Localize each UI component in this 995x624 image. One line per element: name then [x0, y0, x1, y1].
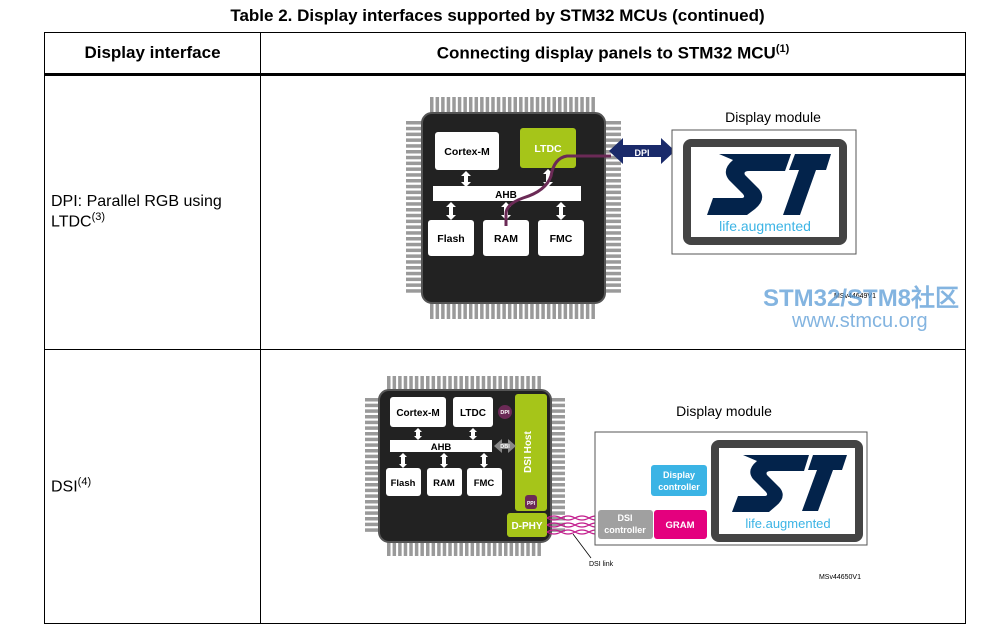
- interface-label: DSI: [51, 478, 78, 496]
- dsi-link-leader: [572, 533, 592, 559]
- figure-id: MSv44649V1: [834, 293, 876, 300]
- dpi-diagram: Cortex-M LTDC AHB Flash: [406, 97, 876, 319]
- dbi-tag-label: DBI: [500, 444, 510, 450]
- ahb-bus: [390, 440, 492, 452]
- dphy-block: [507, 513, 547, 537]
- cortex-m-label: Cortex-M: [396, 408, 439, 419]
- display-controller-line2: controller: [658, 482, 700, 492]
- cortex-m-block: [390, 397, 446, 427]
- header-connecting-panels: Connecting display panels to STM32 MCU(1…: [260, 32, 966, 76]
- ram-block: [427, 468, 462, 496]
- st-logo: [707, 154, 831, 215]
- ppi-tag: [525, 495, 537, 509]
- dsi-host-block: [515, 394, 547, 511]
- dsi-diagram: Cortex-M LTDC DPI DSI Host AHB DBI: [365, 376, 868, 581]
- mcu-chip-pins: [365, 376, 565, 556]
- table-row: DSI(4) Cortex-M LTDC DPI DSI Host AHB: [44, 349, 966, 624]
- st-logo: [732, 455, 847, 512]
- bus-arrows: [399, 428, 488, 468]
- ahb-label: AHB: [431, 442, 452, 453]
- header-connecting-text: Connecting display panels to STM32 MCU: [436, 43, 776, 63]
- fmc-block: [538, 220, 584, 256]
- flash-label: Flash: [391, 478, 416, 489]
- diagram-cell-dsi: Cortex-M LTDC DPI DSI Host AHB DBI: [260, 349, 966, 624]
- ram-block: [483, 220, 529, 256]
- header-display-interface: Display interface: [44, 32, 261, 76]
- cortex-m-label: Cortex-M: [444, 146, 490, 158]
- flash-block: [386, 468, 421, 496]
- ram-label: RAM: [433, 478, 455, 489]
- dbi-arrow: [494, 439, 516, 453]
- ahb-bus: [433, 186, 581, 201]
- dpi-bus-label: DPI: [634, 148, 649, 158]
- footnote-1[interactable]: (1): [775, 42, 790, 55]
- diagram-cell-dpi: Cortex-M LTDC AHB Flash: [260, 74, 966, 350]
- dpi-tag-label: DPI: [500, 410, 510, 416]
- interface-label-line2: LTDC: [51, 213, 92, 231]
- table-header-row: Display interface Connecting display pan…: [44, 32, 966, 76]
- dphy-label: D-PHY: [511, 521, 542, 532]
- footnote-3[interactable]: (3): [91, 211, 106, 224]
- dsi-host-label: DSI Host: [523, 430, 534, 472]
- fmc-label: FMC: [474, 478, 495, 489]
- table-row: DPI: Parallel RGB using LTDC(3) Cortex-M…: [44, 74, 966, 350]
- flash-block: [428, 220, 474, 256]
- fmc-block: [467, 468, 502, 496]
- ahb-label: AHB: [495, 190, 517, 201]
- ram-label: RAM: [494, 233, 518, 245]
- logo-tagline: life.augmented: [719, 218, 811, 234]
- mcu-chip-pins: [406, 97, 621, 319]
- flash-label: Flash: [437, 233, 464, 245]
- interface-label-line1: DPI: Parallel RGB using: [51, 193, 222, 211]
- dsi-controller-block: [598, 510, 653, 539]
- footnote-4[interactable]: (4): [77, 476, 92, 489]
- figure-id: MSv44650V1: [819, 574, 861, 581]
- ltdc-label: LTDC: [460, 408, 486, 419]
- display-interfaces-table: Display interface Connecting display pan…: [44, 32, 966, 624]
- fmc-label: FMC: [550, 233, 573, 245]
- cortex-m-block: [435, 132, 499, 170]
- interface-cell-dpi: DPI: Parallel RGB using LTDC(3): [44, 74, 261, 350]
- display-controller-line1: Display: [663, 470, 695, 480]
- mcu-chip-body: [378, 389, 552, 543]
- gram-label: GRAM: [665, 520, 694, 531]
- display-module-title: Display module: [725, 109, 821, 125]
- gram-block: [654, 510, 707, 539]
- ltdc-block: [453, 397, 493, 427]
- ltdc-label: LTDC: [534, 143, 562, 155]
- ppi-tag-label: PPI: [527, 501, 536, 507]
- display-module-title: Display module: [676, 403, 772, 419]
- logo-tagline: life.augmented: [745, 516, 830, 531]
- dpi-tag: [498, 405, 512, 419]
- dpi-bus-arrow: [609, 138, 675, 164]
- dsi-link-label: DSI link: [589, 561, 614, 568]
- interface-cell-dsi: DSI(4): [44, 349, 261, 624]
- dsi-controller-line2: controller: [604, 525, 646, 535]
- table-caption: Table 2. Display interfaces supported by…: [230, 6, 765, 25]
- display-controller-block: [651, 465, 707, 496]
- dsi-controller-line1: DSI: [617, 513, 632, 523]
- data-path: [504, 154, 611, 226]
